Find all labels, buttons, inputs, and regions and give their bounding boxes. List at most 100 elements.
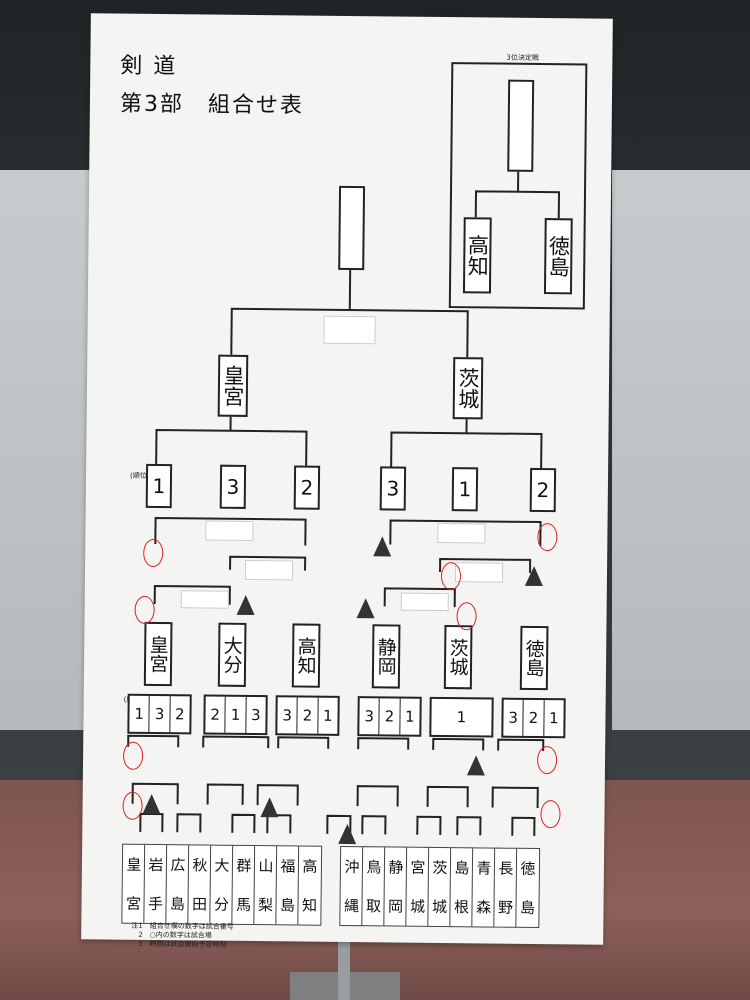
prefecture-char: 長 <box>498 859 514 878</box>
third-place-label: 3位決定戦 <box>506 53 539 62</box>
pool-rank-2: 3 <box>219 464 247 509</box>
rank-cell: 3 <box>503 699 525 736</box>
prefecture-card: 秋田 <box>187 844 213 925</box>
prefecture-char: 岡 <box>387 897 404 916</box>
prefecture-char: 宮 <box>125 894 142 913</box>
prefecture-card: 群馬 <box>231 844 257 926</box>
champion-result-box <box>338 185 366 271</box>
pool-rank-4: 3 <box>379 466 407 511</box>
pool-winner-2: 大分 <box>217 622 247 687</box>
match-number-triangle <box>236 594 255 616</box>
time-tag <box>323 315 376 345</box>
pool-winner-3: 高知 <box>291 623 321 688</box>
prefecture-card: 青森 <box>471 847 497 928</box>
pool-rank-group-2: 2 1 3 <box>203 694 268 736</box>
rank-cell: 2 <box>379 698 401 735</box>
rank-cell: 2 <box>297 697 319 734</box>
match-number-triangle <box>373 536 392 557</box>
prefecture-char: 手 <box>147 894 164 914</box>
time-tag <box>454 562 504 583</box>
third-place-team-2: 徳島 <box>543 218 573 295</box>
team-name: 茨城 <box>455 367 481 410</box>
prefecture-char: 岩 <box>148 855 164 875</box>
prefecture-char: 沖 <box>344 857 360 877</box>
prefecture-char: 城 <box>409 897 426 916</box>
match-number-triangle <box>338 823 357 845</box>
rank-cell: 1 <box>456 708 467 727</box>
prefecture-char: 秋 <box>192 856 208 875</box>
prefecture-card: 茨城 <box>427 846 453 928</box>
rank-cell: 1 <box>322 706 333 725</box>
prefecture-card: 広島 <box>165 844 191 925</box>
rank-cell: 3 <box>149 695 171 733</box>
prefecture-char: 森 <box>475 898 492 917</box>
match-number-triangle <box>356 598 375 619</box>
prefecture-card: 徳島 <box>515 847 541 929</box>
prefecture-char: 島 <box>279 896 296 915</box>
prefecture-char: 梨 <box>257 896 274 915</box>
pool-winner-1: 皇宮 <box>143 621 173 687</box>
prefecture-char: 島 <box>519 898 536 917</box>
prefecture-char: 徳 <box>520 859 536 878</box>
rank-cell: 2 <box>174 705 185 724</box>
match-number-triangle <box>466 755 486 776</box>
third-place-result-box <box>507 79 535 172</box>
prefecture-char: 静 <box>388 858 404 877</box>
prefecture-card: 岩手 <box>143 843 169 925</box>
pool-rank-3: 2 <box>293 465 321 510</box>
pool-rank-6: 2 <box>529 467 557 513</box>
prefecture-char: 田 <box>191 895 208 914</box>
team-name: 静岡 <box>374 637 397 676</box>
team-name: 茨城 <box>446 638 469 677</box>
match-number-triangle <box>142 793 161 815</box>
pool-rank-group-1: 1 3 2 <box>127 693 192 735</box>
time-tag <box>205 520 254 542</box>
match-number-triangle <box>524 565 544 587</box>
prefecture-card: 宮城 <box>405 846 431 927</box>
pool-winner-6: 徳島 <box>519 625 549 691</box>
rank-cell: 3 <box>359 698 381 735</box>
semifinal-team-1: 皇宮 <box>217 354 249 417</box>
team-name: 皇宮 <box>146 634 169 674</box>
pool-rank-5: 1 <box>451 467 479 512</box>
bracket-lines <box>127 62 588 836</box>
rank-cell: 1 <box>225 696 247 733</box>
pool-rank-group-3: 3 2 1 <box>275 695 340 736</box>
team-name: 高知 <box>465 234 490 277</box>
prefecture-card: 鳥取 <box>361 846 387 927</box>
prefecture-char: 群 <box>236 856 252 876</box>
rank-cell: 3 <box>277 697 299 734</box>
rank-cell: 1 <box>548 709 559 728</box>
pool-rank-1: 1 <box>145 463 173 509</box>
third-place-team-1: 高知 <box>462 217 492 294</box>
team-name: 皇宮 <box>220 364 246 407</box>
prefecture-char: 縄 <box>343 896 360 916</box>
prefecture-card: 島根 <box>449 847 475 928</box>
prefecture-card: 皇宮 <box>121 843 147 924</box>
window-pane <box>612 170 750 730</box>
rank-cell: 2 <box>205 696 227 733</box>
team-name: 徳島 <box>522 638 545 678</box>
prefecture-card: 福島 <box>275 845 301 926</box>
prefecture-char: 高 <box>302 857 318 876</box>
pool-winner-5: 茨城 <box>443 625 473 690</box>
prefecture-card: 静岡 <box>383 846 409 927</box>
prefecture-card: 沖縄 <box>339 845 365 927</box>
prefecture-char: 知 <box>301 896 318 915</box>
pool-rank-group-4: 3 2 1 <box>357 696 422 737</box>
prefecture-char: 根 <box>453 898 470 917</box>
prefecture-card: 大分 <box>209 844 235 925</box>
prefecture-char: 宮 <box>410 858 426 877</box>
note-2: 2 ○内の数字は試合場 <box>131 930 212 940</box>
prefecture-char: 皇 <box>126 855 142 874</box>
note-1: 注1 組合せ欄の数字は試合番号 <box>131 921 234 931</box>
pool-rank-group-5: 1 <box>429 696 494 738</box>
team-name: 高知 <box>294 636 317 675</box>
prefecture-char: 城 <box>431 897 448 917</box>
prefecture-char: 茨 <box>432 858 448 878</box>
stand-pole <box>338 935 350 1000</box>
window-pane <box>0 170 90 730</box>
prefecture-card: 山梨 <box>253 845 279 926</box>
prefecture-char: 広 <box>170 856 186 875</box>
